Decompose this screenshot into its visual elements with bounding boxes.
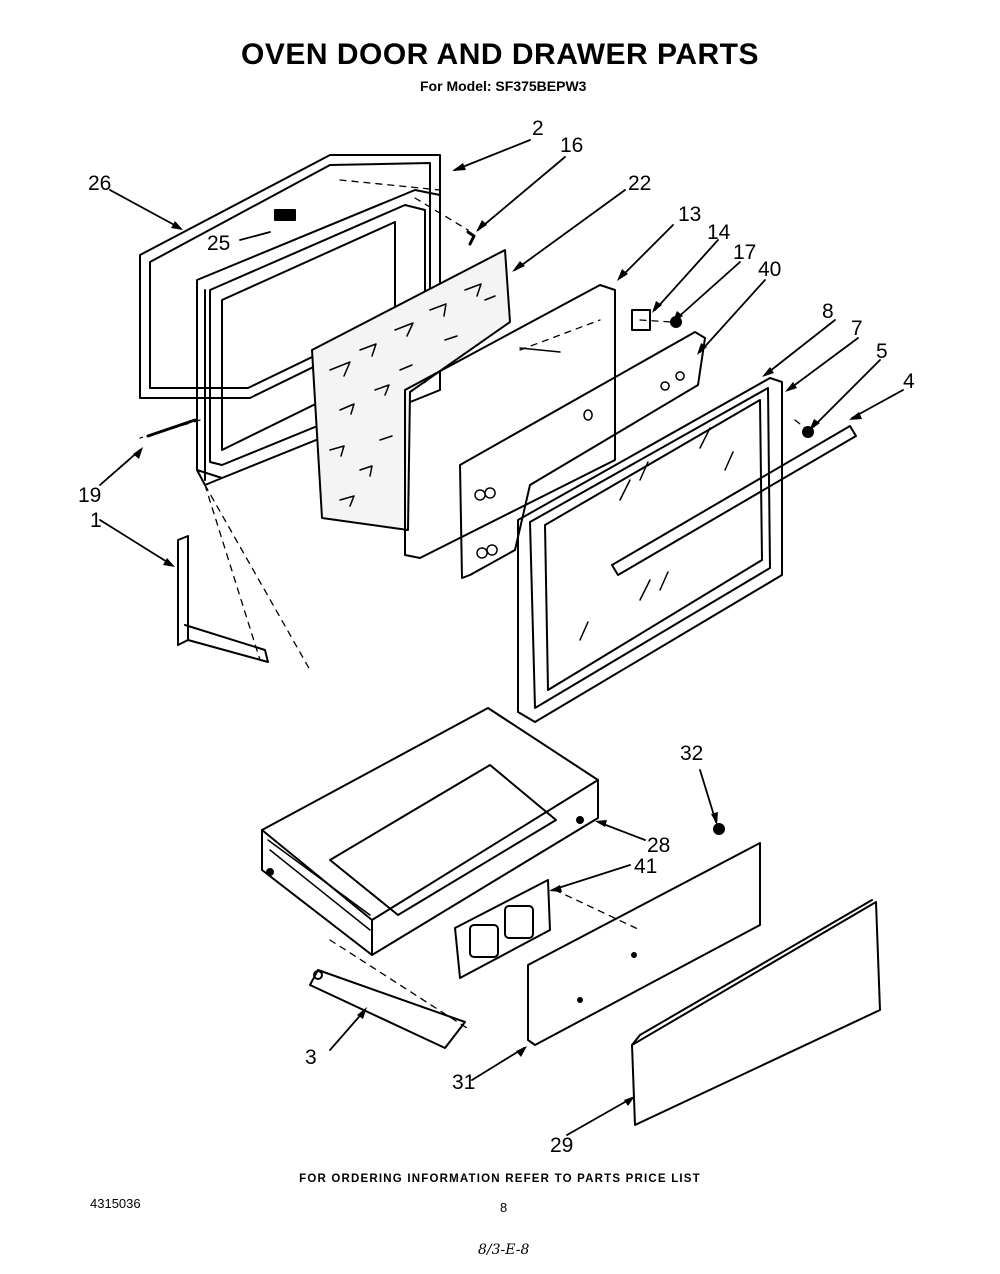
part-drawer-slide [309,969,466,1049]
model-subtitle: For Model: SF375BEPW3 [420,78,587,94]
leader-arrowheads [133,163,862,1106]
part-inner-panel [404,284,616,559]
callout-40: 40 [758,258,781,281]
callout-22: 22 [628,172,651,195]
part-door-baffle [459,331,706,579]
callout-2: 2 [532,117,544,140]
callout-3: 3 [305,1046,317,1069]
assembly-guide-lines [139,179,811,1031]
callout-13: 13 [678,203,701,226]
callout-1: 1 [90,509,102,532]
part-label-plate [274,209,296,221]
ordering-note: FOR ORDERING INFORMATION REFER TO PARTS … [299,1173,701,1185]
part-drawer-bracket [454,879,551,979]
callout-8: 8 [822,300,834,323]
part-hinge [177,535,269,663]
callout-16: 16 [560,134,583,157]
part-bracket [631,309,651,331]
part-clip [466,230,476,246]
callout-29: 29 [550,1134,573,1157]
page-title: OVEN DOOR AND DRAWER PARTS [240,38,760,71]
callout-7: 7 [851,317,863,340]
callout-32: 32 [680,742,703,765]
leader-lines [99,139,904,1136]
callout-28: 28 [647,834,670,857]
page-number: 8 [500,1200,508,1215]
callout-25: 25 [207,232,230,255]
callout-4: 4 [903,370,915,393]
part-storage-drawer [261,707,599,956]
part-door-handle [611,425,857,576]
handwritten-code: 8/3-E-8 [478,1242,530,1258]
part-drawer-inner-panel [527,842,761,1046]
part-drawer-front [631,899,881,1126]
part-insulation-pad [311,249,511,531]
callout-31: 31 [452,1071,475,1094]
callout-17: 17 [733,241,756,264]
callout-26: 26 [88,172,111,195]
document-number: 4315036 [90,1196,141,1211]
callout-41: 41 [634,855,657,878]
callout-5: 5 [876,340,888,363]
part-drawer-clip [713,823,725,835]
part-outer-door-frame [517,377,783,723]
callout-14: 14 [707,221,731,244]
callout-19: 19 [78,484,101,507]
